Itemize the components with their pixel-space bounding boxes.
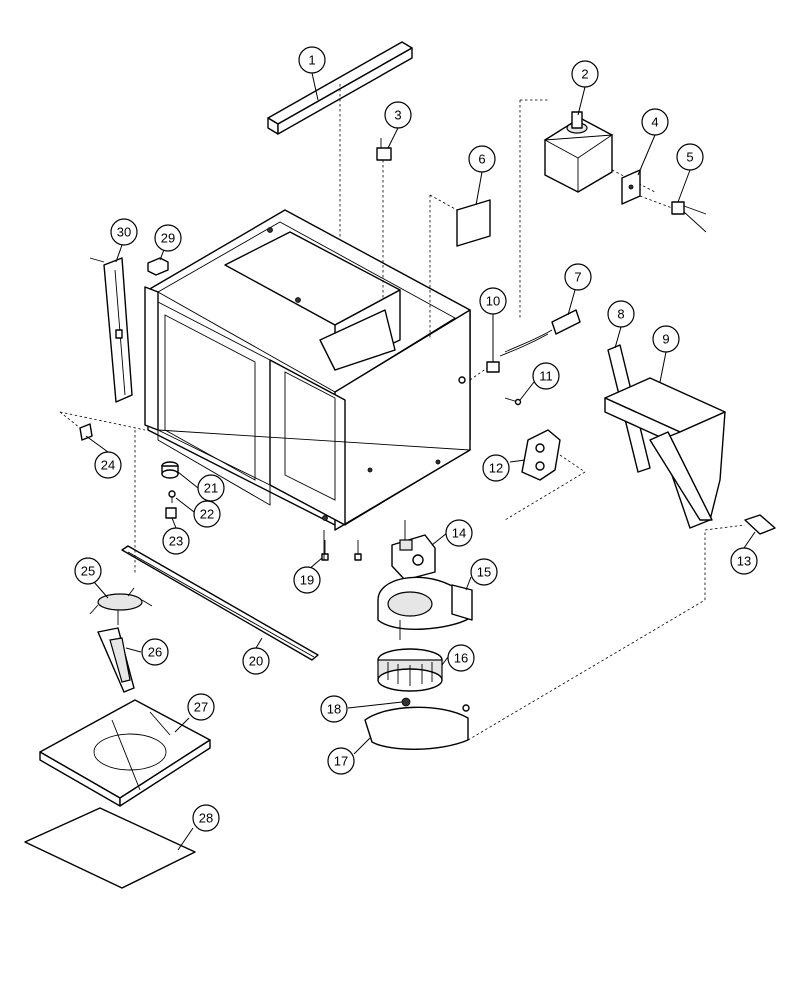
part-2-magnetron — [519, 99, 656, 320]
part-24-clip — [59, 411, 146, 441]
part-20-rail — [121, 545, 319, 661]
callout-23: 23 — [162, 527, 190, 555]
callout-1: 1 — [298, 46, 326, 74]
part-5-thermostat — [639, 195, 707, 233]
main-cabinet — [144, 209, 472, 561]
callout-9: 9 — [652, 325, 680, 353]
callout-12: 12 — [482, 454, 510, 482]
callout-18-label: 18 — [327, 702, 341, 717]
callout-2: 2 — [571, 60, 599, 88]
callout-26-label: 26 — [148, 645, 162, 660]
part-26-bracket — [97, 627, 135, 693]
callout-25-label: 25 — [81, 564, 95, 579]
part-9-cover — [604, 377, 726, 529]
part-23-spacer — [165, 507, 177, 519]
callout-22-label: 22 — [200, 507, 214, 522]
callout-2-label: 2 — [581, 67, 588, 82]
part-15-fan-housing — [377, 576, 473, 640]
callout-25: 25 — [74, 557, 102, 585]
callout-29-label: 29 — [161, 231, 175, 246]
part-14-fan-motor — [391, 520, 436, 581]
callout-28: 28 — [192, 804, 220, 832]
callout-30-label: 30 — [117, 225, 131, 240]
callout-12-label: 12 — [489, 461, 503, 476]
callout-7-label: 7 — [574, 270, 581, 285]
part-4-plate — [621, 169, 641, 205]
callout-13-label: 13 — [737, 554, 751, 569]
callout-7: 7 — [564, 263, 592, 291]
callout-6: 6 — [468, 145, 496, 173]
callout-19: 19 — [293, 566, 321, 594]
callout-5: 5 — [676, 143, 704, 171]
callout-4: 4 — [641, 108, 669, 136]
callout-27-label: 27 — [194, 700, 208, 715]
part-30-vertical-bracket — [89, 257, 133, 403]
callout-23-label: 23 — [169, 534, 183, 549]
callout-27: 27 — [187, 693, 215, 721]
part-6-label — [429, 194, 491, 340]
part-25-coupler — [89, 430, 153, 625]
callout-10-label: 10 — [486, 294, 500, 309]
part-7-power-cord — [499, 309, 581, 357]
callout-3: 3 — [384, 101, 412, 129]
part-17-plate — [364, 530, 706, 750]
callout-26: 26 — [141, 638, 169, 666]
callout-9-label: 9 — [662, 332, 669, 347]
part-21-cap — [161, 461, 179, 479]
callout-8: 8 — [607, 300, 635, 328]
part-18-nut — [401, 697, 411, 707]
callout-14-label: 14 — [452, 526, 466, 541]
part-12-switch — [504, 429, 586, 521]
callout-20-label: 20 — [249, 654, 263, 669]
callout-29: 29 — [154, 224, 182, 252]
part-3-bracket — [376, 138, 392, 300]
callout-6-label: 6 — [478, 152, 485, 167]
callout-4-label: 4 — [651, 115, 658, 130]
callout-13: 13 — [730, 547, 758, 575]
part-13-bracket — [704, 514, 776, 535]
callout-3-label: 3 — [394, 108, 401, 123]
callout-17: 17 — [327, 747, 355, 775]
callout-15-label: 15 — [477, 565, 491, 580]
callout-5-label: 5 — [686, 150, 693, 165]
callout-21: 21 — [197, 474, 225, 502]
callout-11-label: 11 — [539, 369, 553, 384]
callout-22: 22 — [193, 500, 221, 528]
callout-16-label: 16 — [454, 651, 468, 666]
callout-28-label: 28 — [199, 811, 213, 826]
part-16-blower-wheel — [377, 648, 443, 692]
callout-17-label: 17 — [334, 754, 348, 769]
callout-10: 10 — [479, 287, 507, 315]
part-28-sheet — [24, 807, 196, 889]
part-10-grommet — [469, 361, 500, 381]
callout-21-label: 21 — [204, 481, 218, 496]
callout-24: 24 — [94, 451, 122, 479]
callout-16: 16 — [447, 644, 475, 672]
callout-15: 15 — [470, 558, 498, 586]
leader-lines — [85, 72, 756, 851]
callout-14: 14 — [445, 519, 473, 547]
callout-24-label: 24 — [101, 458, 115, 473]
part-11-screw — [504, 397, 522, 406]
callout-30: 30 — [110, 218, 138, 246]
callout-18: 18 — [320, 695, 348, 723]
callout-1-label: 1 — [308, 53, 315, 68]
part-22-screw — [168, 490, 176, 503]
part-29-block — [147, 257, 169, 276]
part-27-bottom-plate — [39, 699, 211, 807]
callout-19-label: 19 — [300, 573, 314, 588]
callout-20: 20 — [242, 647, 270, 675]
callout-11: 11 — [532, 362, 560, 390]
callout-8-label: 8 — [617, 307, 624, 322]
